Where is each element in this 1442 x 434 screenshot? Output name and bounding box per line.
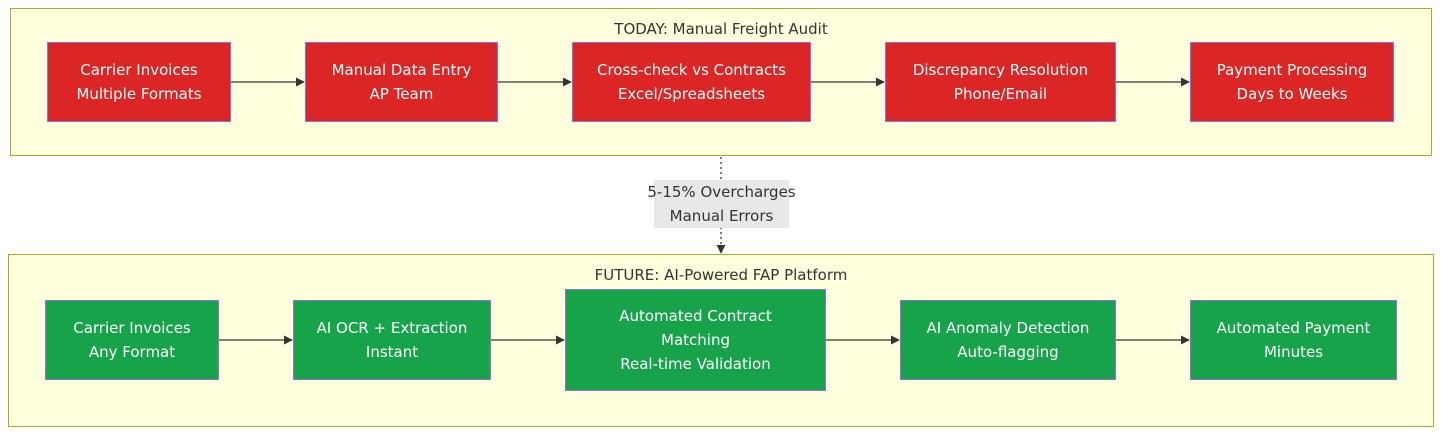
node-line: Instant [365, 343, 419, 361]
node-carrier-invoices-future: Carrier Invoices Any Format [45, 300, 219, 380]
transition-line: 5-15% Overcharges [647, 183, 796, 201]
node-line: Real-time Validation [620, 355, 771, 373]
node-line: Automated Contract [619, 307, 772, 325]
node-line: Carrier Invoices [73, 319, 191, 337]
node-line: AI OCR + Extraction [316, 319, 468, 337]
node-carrier-invoices-today: Carrier Invoices Multiple Formats [47, 42, 231, 122]
node-line: Days to Weeks [1236, 85, 1348, 103]
node-line: Excel/Spreadsheets [617, 85, 766, 103]
node-line: Multiple Formats [76, 85, 202, 103]
node-line: Phone/Email [953, 85, 1048, 103]
node-manual-data-entry: Manual Data Entry AP Team [305, 42, 498, 122]
node-line: Any Format [88, 343, 176, 361]
node-line: Carrier Invoices [80, 61, 198, 79]
node-automated-payment: Automated Payment Minutes [1190, 300, 1397, 380]
transition-line: Manual Errors [669, 207, 774, 225]
node-line: AP Team [369, 85, 434, 103]
node-line: Automated Payment [1216, 319, 1371, 337]
node-line: Cross-check vs Contracts [596, 61, 787, 79]
transition-label: 5-15% Overcharges Manual Errors [647, 180, 796, 228]
node-discrepancy-resolution: Discrepancy Resolution Phone/Email [885, 42, 1116, 122]
node-ai-ocr-extraction: AI OCR + Extraction Instant [293, 300, 491, 380]
node-line: Manual Data Entry [331, 61, 472, 79]
today-cluster-title: TODAY: Manual Freight Audit [614, 20, 828, 38]
node-line: Payment Processing [1216, 61, 1368, 79]
node-line: Auto-flagging [957, 343, 1059, 361]
node-line: AI Anomaly Detection [926, 319, 1090, 337]
node-line: Matching [661, 331, 730, 349]
node-line: Minutes [1263, 343, 1324, 361]
future-cluster-title: FUTURE: AI-Powered FAP Platform [594, 266, 848, 284]
node-payment-processing: Payment Processing Days to Weeks [1190, 42, 1394, 122]
node-automated-contract-matching: Automated Contract Matching Real-time Va… [565, 289, 826, 391]
node-line: Discrepancy Resolution [912, 61, 1089, 79]
node-cross-check-contracts: Cross-check vs Contracts Excel/Spreadshe… [572, 42, 811, 122]
node-ai-anomaly-detection: AI Anomaly Detection Auto-flagging [900, 300, 1116, 380]
